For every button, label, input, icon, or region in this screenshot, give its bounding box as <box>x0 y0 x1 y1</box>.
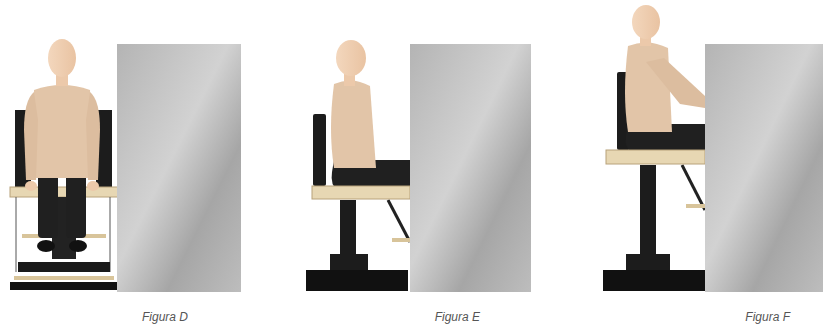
figure-caption: Figura F <box>745 310 790 324</box>
figure-f <box>603 5 823 292</box>
figure-d <box>10 39 241 292</box>
figure-caption: Figura E <box>435 310 480 324</box>
figure-caption: Figura D <box>142 310 188 324</box>
figure-e <box>306 40 531 292</box>
